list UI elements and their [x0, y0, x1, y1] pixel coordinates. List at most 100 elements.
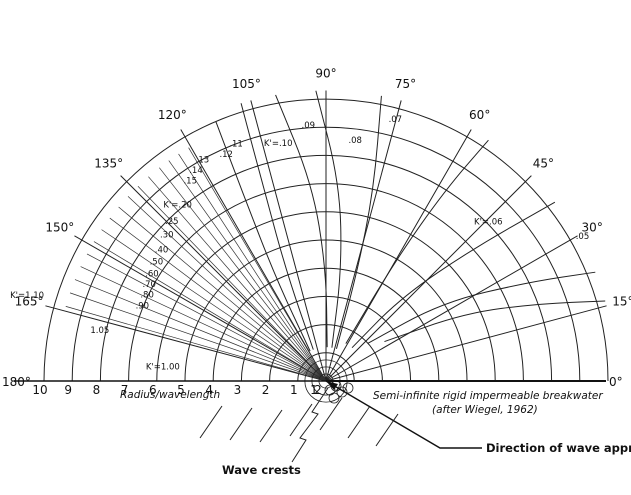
- angle-label-180: 180°: [2, 375, 31, 389]
- grid-rays: [45, 90, 607, 382]
- k-label-11: K'=.20: [163, 200, 192, 210]
- axis-label: Radius/wavelength: [120, 389, 220, 401]
- ray-15: [325, 305, 607, 382]
- ray-165: [45, 305, 327, 382]
- wave-crest-3: [289, 403, 313, 437]
- angle-label-105: 105°: [232, 77, 261, 91]
- k-label-2: 1.05: [90, 326, 109, 336]
- k-contour-1: [315, 90, 342, 348]
- k-label-9: .30: [160, 231, 174, 241]
- k-labels: K'=1.10K'=1.001.05.90.80.70.60.50.40.30.…: [10, 115, 589, 372]
- radius-tick-9: 9: [64, 383, 72, 397]
- radius-tick-10: 10: [32, 383, 47, 397]
- radius-tick-5: 5: [177, 383, 185, 397]
- dense-ray-12: [80, 266, 327, 382]
- k-label-20: .07: [389, 115, 403, 125]
- angle-label-120: 120°: [158, 108, 187, 122]
- dense-ray-4: [148, 176, 327, 382]
- dense-ray-5: [137, 186, 327, 382]
- near-tick-2: 2: [314, 383, 322, 397]
- breakwater-label: Semi-infinite rigid impermeable breakwat…: [373, 390, 603, 402]
- radius-ticks: 1 2 3 4 5 6 7 8 9 10: [32, 383, 297, 397]
- k-label-13: .14: [189, 166, 203, 176]
- wave-crests: [199, 397, 399, 447]
- approach-arrow: [325, 380, 482, 449]
- ray-105: [250, 100, 327, 382]
- wave-crests-pointer: [291, 387, 329, 463]
- k-contour-3: [345, 139, 489, 344]
- wave-crest-5: [347, 405, 371, 439]
- k-label-7: .50: [150, 257, 164, 267]
- angle-label-150: 150°: [45, 220, 74, 234]
- near-tick-1: 1: [310, 383, 318, 397]
- angle-label-135: 135°: [94, 157, 123, 171]
- k-contour-2: [335, 95, 382, 349]
- ray-30: [325, 235, 578, 382]
- wave-crest-4: [319, 397, 343, 431]
- angle-label-45: 45°: [533, 157, 554, 171]
- k-contour-5: [367, 271, 596, 344]
- k-contour-8: [215, 121, 311, 352]
- k-label-22: .05: [576, 232, 590, 242]
- ray-150: [74, 235, 327, 382]
- dense-ray-14: [69, 292, 327, 382]
- tip-loop-3: [328, 392, 340, 404]
- dense-ray-7: [118, 206, 327, 382]
- k-label-3: .90: [136, 302, 150, 312]
- ray-60: [325, 129, 472, 382]
- wave-crests-label: Wave crests: [222, 463, 301, 477]
- k-label-18: .09: [302, 121, 316, 131]
- k-contour-6: [384, 300, 606, 343]
- wave-crest-0: [199, 405, 223, 439]
- radius-tick-4: 4: [205, 383, 213, 397]
- angle-labels: 0° 15° 30° 45° 60° 75° 90° 105° 120° 135° 150° 165°…: [2, 67, 631, 389]
- near-ticks: 12: [310, 383, 322, 397]
- wave-crest-6: [375, 413, 399, 447]
- ray-120: [180, 129, 327, 382]
- k-label-5: .70: [142, 280, 156, 290]
- dense-ray-3: [159, 167, 327, 382]
- k-label-12: .15: [183, 176, 197, 186]
- dense-ray-1: [178, 153, 327, 382]
- angle-label-0: 0°: [609, 375, 623, 389]
- tip-loop-4: [342, 382, 354, 394]
- k-contours: [215, 90, 606, 352]
- dense-ray-13: [74, 279, 327, 382]
- angle-label-75: 75°: [395, 77, 416, 91]
- k-label-4: .80: [140, 291, 154, 301]
- wave-crest-1: [229, 407, 253, 441]
- k-label-21: K'=.06: [474, 217, 503, 227]
- dense-ray-0: [188, 147, 327, 382]
- angle-label-60: 60°: [469, 108, 490, 122]
- radius-tick-7: 7: [121, 383, 129, 397]
- angle-label-30: 30°: [582, 220, 603, 234]
- radius-tick-2: 2: [262, 383, 270, 397]
- dense-ray-6: [127, 196, 327, 382]
- radius-tick-8: 8: [93, 383, 101, 397]
- k-label-17: K'=.10: [264, 139, 293, 149]
- dense-ray-11: [86, 253, 327, 382]
- k-label-0: K'=1.10: [10, 291, 44, 301]
- radius-tick-3: 3: [234, 383, 242, 397]
- approach-arrowhead: [326, 381, 338, 390]
- approach-label: Direction of wave approach: [486, 441, 631, 455]
- dense-ray-10: [93, 241, 327, 382]
- wave-crest-2: [259, 409, 283, 443]
- tip-loop-2: [336, 386, 348, 398]
- angle-label-165: 165°: [15, 294, 44, 308]
- dense-ray-9: [101, 229, 327, 382]
- k-label-16: .11: [229, 140, 243, 150]
- angle-label-15: 15°: [612, 294, 631, 308]
- dense-ray-8: [109, 217, 327, 382]
- radius-tick-1: 1: [290, 383, 298, 397]
- radius-tick-6: 6: [149, 383, 157, 397]
- k-label-14: .13: [196, 156, 210, 166]
- dense-ray-15: [65, 306, 327, 382]
- k-label-19: .08: [348, 136, 362, 146]
- k-label-15: .12: [219, 150, 233, 160]
- k-contour-7: [240, 103, 314, 350]
- dense-rays: [65, 147, 327, 382]
- k-label-10: .25: [165, 217, 179, 227]
- angle-label-90: 90°: [315, 67, 336, 81]
